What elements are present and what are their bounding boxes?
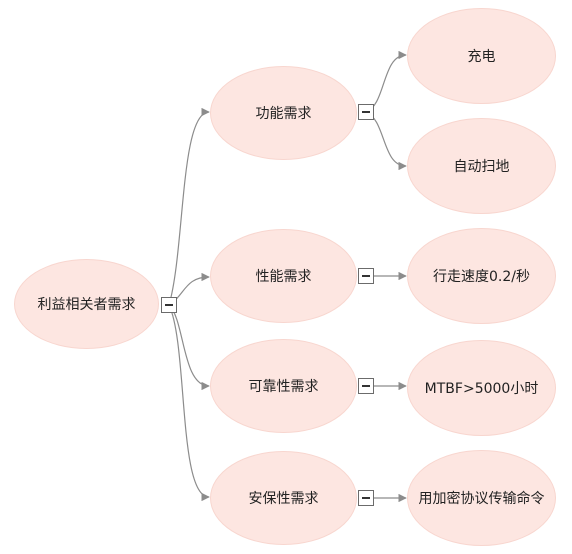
leaf-label-charging: 充电 [467, 49, 496, 65]
branch-label-reliability: 可靠性需求 [248, 379, 319, 395]
leaf-label-encrypted-protocol: 用加密协议传输命令 [418, 491, 545, 507]
functional-collapse-toggle-icon[interactable] [358, 104, 374, 120]
root-node[interactable]: 利益相关者需求 [15, 260, 158, 348]
branch-node-functional[interactable]: 功能需求 [211, 67, 356, 159]
leaf-node-mtbf[interactable]: MTBF>5000小时 [408, 341, 555, 435]
root-node-label: 利益相关者需求 [37, 297, 136, 313]
connector-root-security [168, 304, 210, 502]
leaf-node-encrypted-protocol[interactable]: 用加密协议传输命令 [408, 451, 555, 545]
branch-node-performance[interactable]: 性能需求 [211, 230, 356, 322]
reliability-collapse-toggle-icon[interactable] [358, 378, 374, 394]
branch-label-performance: 性能需求 [255, 269, 312, 285]
branch-node-reliability[interactable]: 可靠性需求 [211, 340, 356, 432]
root-collapse-toggle-icon[interactable] [161, 297, 177, 313]
connector-root-functional [168, 107, 210, 306]
branch-node-security[interactable]: 安保性需求 [211, 452, 356, 544]
leaf-node-walking-speed[interactable]: 行走速度0.2/秒 [408, 229, 555, 323]
leaf-label-mtbf: MTBF>5000小时 [424, 381, 539, 397]
leaf-node-auto-sweep[interactable]: 自动扫地 [408, 119, 555, 213]
branch-label-security: 安保性需求 [248, 491, 319, 507]
branch-label-functional: 功能需求 [255, 106, 312, 122]
connector-root-reliability [168, 304, 210, 391]
connector-functional-auto-sweep [365, 111, 407, 171]
security-collapse-toggle-icon[interactable] [358, 490, 374, 506]
performance-collapse-toggle-icon[interactable] [358, 268, 374, 284]
leaf-node-charging[interactable]: 充电 [408, 9, 555, 103]
leaf-label-auto-sweep: 自动扫地 [453, 159, 510, 175]
leaf-label-walking-speed: 行走速度0.2/秒 [433, 269, 530, 285]
